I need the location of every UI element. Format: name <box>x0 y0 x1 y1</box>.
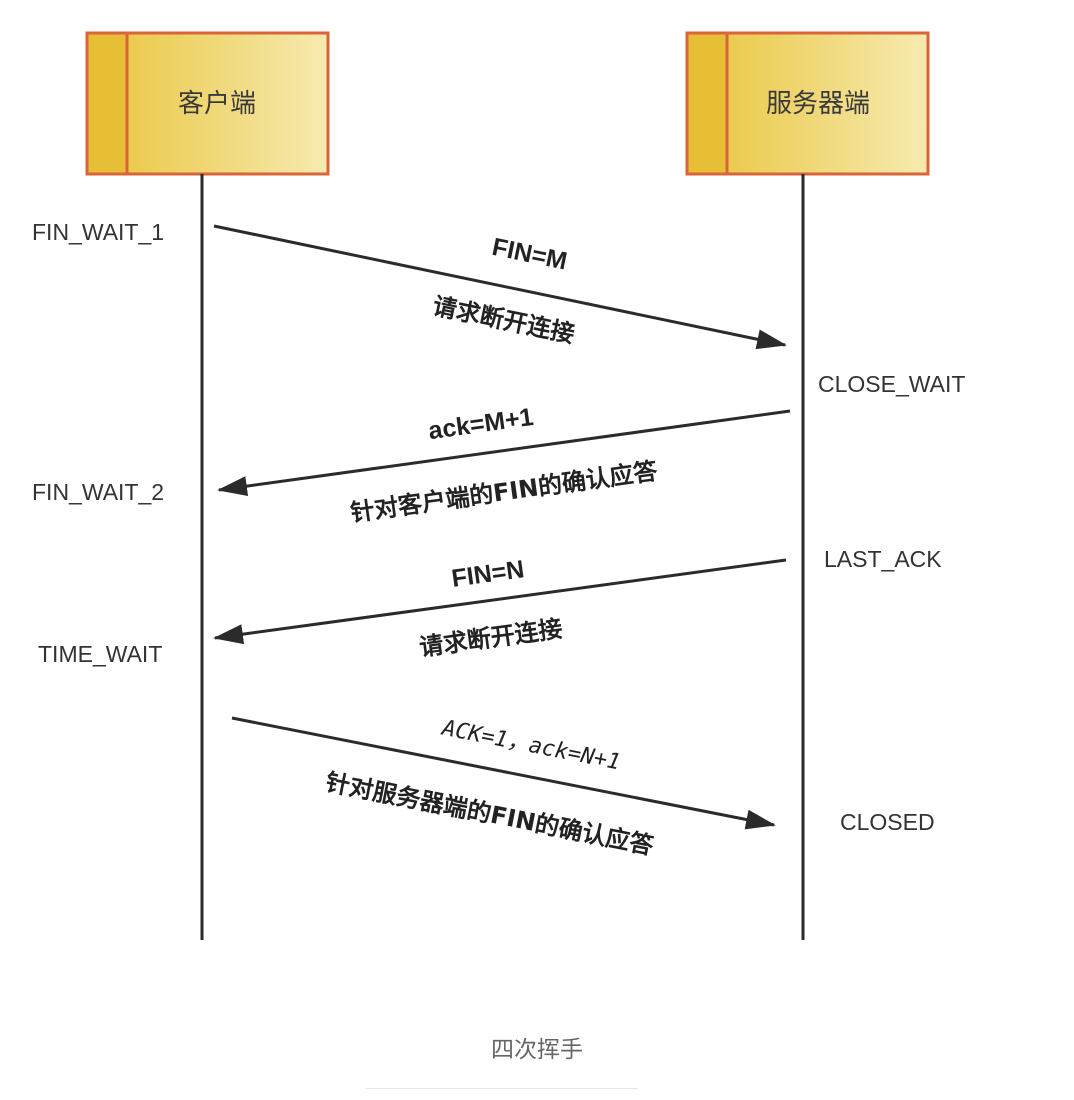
message-label-fin-m: FIN=M <box>490 233 570 276</box>
message-arrow-fin-m <box>213 224 787 350</box>
message-label-ack-n1: ACK=1，ack=N+1 <box>438 715 622 775</box>
server-box: 服务器端 <box>685 31 930 176</box>
client-label: 客户端 <box>178 89 256 119</box>
message-arrow-ack-n1 <box>231 716 776 830</box>
message-desc-ack-m1: 针对客户端的FIN的确认应答 <box>349 457 660 527</box>
client-state-fin-wait-2: FIN_WAIT_2 <box>32 479 164 505</box>
figure-caption: 四次挥手 <box>491 1037 583 1063</box>
client-box: 客户端 <box>85 31 330 176</box>
sequence-diagram: 客户端 服务器端 FIN_WAIT_1 FIN_WAIT_2 TIME_WAIT… <box>32 31 965 940</box>
message-label-fin-n: FIN=N <box>450 555 526 593</box>
message-arrow-fin-n <box>213 558 787 645</box>
message-arrow-ack-m1 <box>217 409 791 497</box>
server-label: 服务器端 <box>766 89 870 119</box>
server-state-last-ack: LAST_ACK <box>824 546 942 572</box>
message-desc-fin-m: 请求断开连接 <box>430 292 577 349</box>
client-state-fin-wait-1: FIN_WAIT_1 <box>32 219 164 245</box>
caption-divider <box>366 1088 638 1089</box>
server-state-closed: CLOSED <box>840 809 935 835</box>
message-desc-fin-n: 请求断开连接 <box>418 614 564 661</box>
message-label-ack-m1: ack=M+1 <box>427 403 536 445</box>
client-state-time-wait: TIME_WAIT <box>38 641 162 667</box>
server-state-close-wait: CLOSE_WAIT <box>818 371 965 397</box>
message-desc-ack-n1: 针对服务器端的FIN的确认应答 <box>323 768 656 860</box>
